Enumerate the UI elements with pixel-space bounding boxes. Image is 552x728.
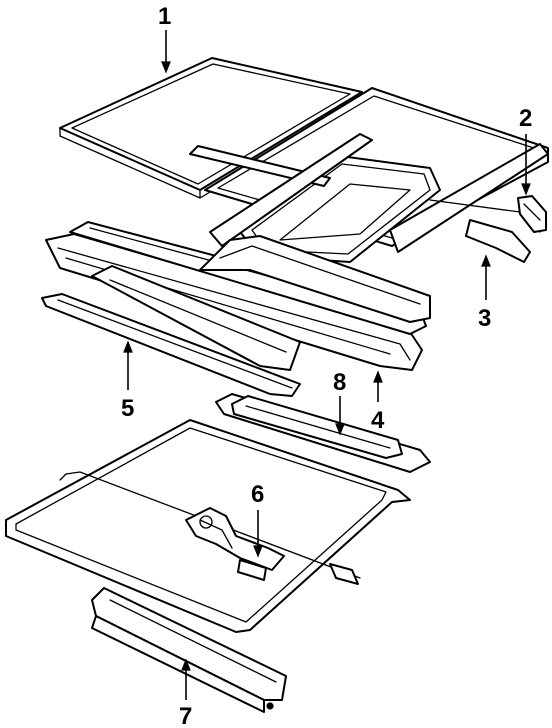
callout-3: 3 bbox=[478, 254, 491, 332]
sunroof-frame-lower bbox=[5, 419, 411, 633]
callout-2: 2 bbox=[519, 105, 532, 196]
callout-7: 7 bbox=[179, 658, 192, 728]
callout-1: 1 bbox=[158, 3, 171, 74]
front-rail-part-5 bbox=[41, 293, 301, 397]
callout-4-label: 4 bbox=[371, 407, 385, 434]
callout-5: 5 bbox=[121, 340, 134, 422]
drain-trough-part-7 bbox=[91, 587, 287, 713]
motor-part-6 bbox=[185, 507, 285, 581]
callout-6: 6 bbox=[251, 481, 264, 558]
callout-2-label: 2 bbox=[519, 105, 532, 132]
header-panel-part-4 bbox=[45, 221, 431, 371]
callout-6-label: 6 bbox=[251, 481, 264, 508]
callout-3-label: 3 bbox=[478, 305, 491, 332]
callout-7-label: 7 bbox=[179, 703, 192, 728]
callout-8: 8 bbox=[333, 369, 346, 436]
callout-8-label: 8 bbox=[333, 369, 346, 396]
roof-frame-part-3 bbox=[189, 87, 549, 263]
callout-4: 4 bbox=[371, 370, 385, 434]
callout-5-label: 5 bbox=[121, 395, 134, 422]
callout-1-label: 1 bbox=[158, 3, 171, 30]
roof-bracket-part-2 bbox=[517, 195, 547, 233]
deflector-part-8 bbox=[215, 393, 431, 473]
